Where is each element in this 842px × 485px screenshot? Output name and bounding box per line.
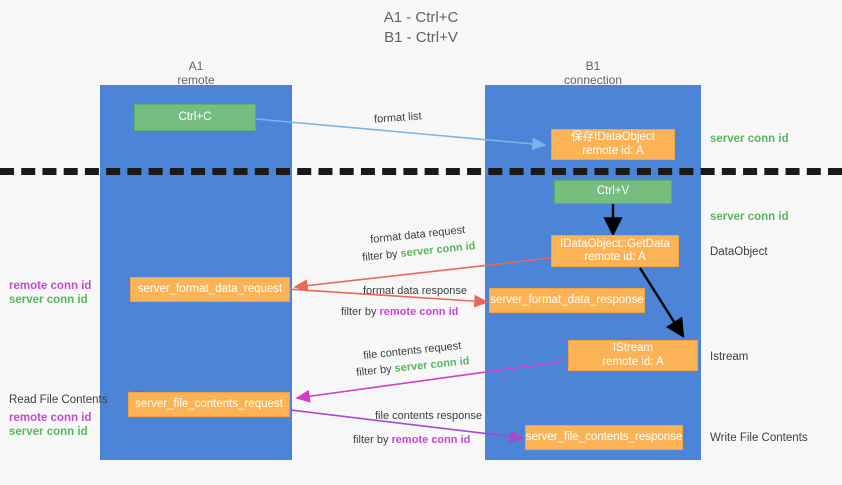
label-server-conn-id-mid: server conn id (710, 211, 789, 223)
box-istream-line-2: remote id: A (602, 355, 664, 368)
box-ctrl-v-label: Ctrl+V (596, 185, 630, 198)
label-server-conn-id-1: server conn id (9, 294, 88, 306)
box-server-format-data-response[interactable]: server_format_data_response (489, 288, 645, 313)
caption-file-contents-request-filter-prefix: filter by (355, 362, 396, 379)
caption-format-data-request-filter-value: server conn id (399, 240, 477, 260)
title-line-1: A1 - Ctrl+C (383, 9, 459, 26)
caption-file-contents-response: file contents response (375, 410, 483, 422)
lane-a1-name: A1 (188, 59, 204, 73)
label-remote-conn-id-1: remote conn id (9, 280, 92, 292)
label-read-file-contents: Read File Contents (9, 394, 108, 406)
box-server-file-contents-response[interactable]: server_file_contents_response (525, 425, 683, 450)
box-save-idataobject-line-1: 保存IDataObject (571, 131, 655, 143)
lane-b1-sub: connection (563, 73, 623, 87)
label-remote-conn-id-2: remote conn id (9, 412, 92, 424)
caption-format-data-request-filter-prefix: filter by (361, 247, 402, 264)
label-istream: Istream (710, 351, 749, 363)
box-server-file-contents-request-label: server_file_contents_request (135, 397, 283, 410)
box-ctrl-c[interactable]: Ctrl+C (134, 104, 256, 131)
lane-header-b1: B1 connection (485, 59, 701, 87)
box-idataobject-getdata[interactable]: IDataObject::GetData remote id: A (551, 235, 679, 267)
caption-format-list: format list (373, 110, 423, 126)
caption-file-contents-response-filter-prefix: filter by (353, 434, 392, 446)
box-ctrl-c-label: Ctrl+C (178, 110, 212, 123)
caption-format-data-response-filter-prefix: filter by (341, 306, 380, 318)
box-server-file-contents-response-label: server_file_contents_response (525, 430, 683, 443)
diagram-title: A1 - Ctrl+C B1 - Ctrl+V (0, 8, 842, 48)
caption-file-contents-response-filter: filter by remote conn id (353, 433, 470, 447)
label-server-conn-id-top: server conn id (710, 133, 789, 145)
box-idataobject-getdata-line-2: remote id: A (584, 251, 646, 263)
lane-a1-sub: remote (177, 73, 215, 87)
box-server-file-contents-request[interactable]: server_file_contents_request (128, 392, 290, 417)
box-istream-line-1: IStream (612, 342, 654, 354)
box-server-format-data-request[interactable]: server_format_data_request (130, 277, 290, 302)
caption-file-contents-response-filter-value: remote conn id (391, 434, 471, 446)
box-save-idataobject-line-2: remote id: A (582, 144, 644, 157)
caption-format-data-response: format data response (363, 285, 467, 297)
dashed-divider (0, 168, 842, 175)
label-write-file-contents: Write File Contents (710, 432, 808, 444)
label-server-conn-id-2: server conn id (9, 426, 88, 438)
box-istream[interactable]: IStream remote id: A (568, 340, 698, 371)
box-server-format-data-response-label: server_format_data_response (490, 293, 644, 306)
label-dataobject: DataObject (710, 246, 768, 258)
lane-header-a1: A1 remote (100, 59, 292, 87)
title-line-2: B1 - Ctrl+V (384, 29, 458, 46)
lane-b1-name: B1 (585, 59, 601, 73)
caption-format-data-response-filter: filter by remote conn id (341, 305, 458, 319)
box-save-idataobject[interactable]: 保存IDataObject remote id: A (551, 129, 675, 160)
box-idataobject-getdata-line-1: IDataObject::GetData (560, 237, 670, 250)
caption-format-data-response-filter-value: remote conn id (379, 306, 459, 318)
box-server-format-data-request-label: server_format_data_request (137, 282, 283, 295)
box-ctrl-v[interactable]: Ctrl+V (554, 180, 672, 204)
